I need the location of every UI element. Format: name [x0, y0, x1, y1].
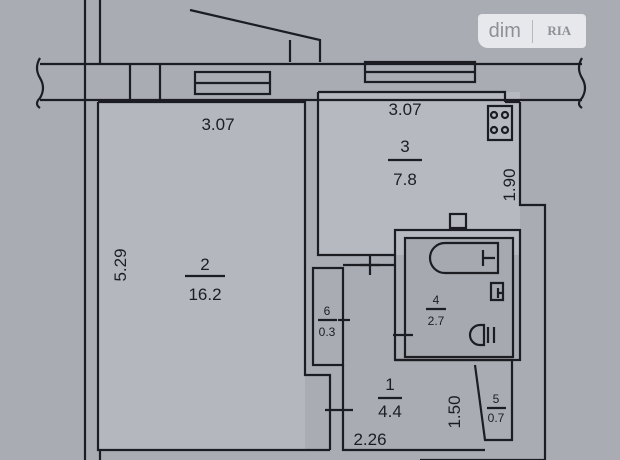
room-1-area-label: 4.4: [378, 402, 402, 421]
sink-icon: [489, 281, 505, 302]
toilet-icon: [468, 323, 496, 347]
room-3-number: 3: [400, 137, 409, 156]
walls: [83, 0, 547, 460]
dim-hall-length: 1.50: [445, 395, 464, 428]
room-5-area-label: 0.7: [488, 411, 505, 425]
dim-room3-width: 3.07: [388, 100, 421, 119]
bathtub-icon: [428, 241, 500, 275]
dim-room2-length: 5.29: [111, 248, 130, 281]
vent-icon: [448, 212, 468, 230]
dim-room2-width: 3.07: [201, 115, 234, 134]
dim-hall-width: 2.26: [353, 430, 386, 449]
room-1-number: 1: [385, 375, 394, 394]
exterior-wall: [35, 8, 587, 109]
room-3-area-label: 7.8: [393, 170, 417, 189]
room-4-area-label: 2.7: [428, 314, 445, 328]
room-2-number: 2: [200, 255, 209, 274]
room-6-number: 6: [324, 304, 331, 318]
logo-ria: RIA: [547, 23, 572, 38]
logo-dim: dim: [478, 19, 533, 43]
dim-room3-length: 1.90: [500, 168, 519, 201]
room-5-number: 5: [493, 392, 500, 406]
room-4-number: 4: [433, 293, 440, 307]
room-3-area: [318, 92, 520, 255]
room-6-area-label: 0.3: [319, 325, 336, 339]
stove-icon: [486, 104, 514, 142]
room-2-area-label: 16.2: [188, 285, 221, 304]
dim-ria-logo: dim RIA: [478, 14, 586, 48]
room-4-area: [405, 238, 513, 357]
